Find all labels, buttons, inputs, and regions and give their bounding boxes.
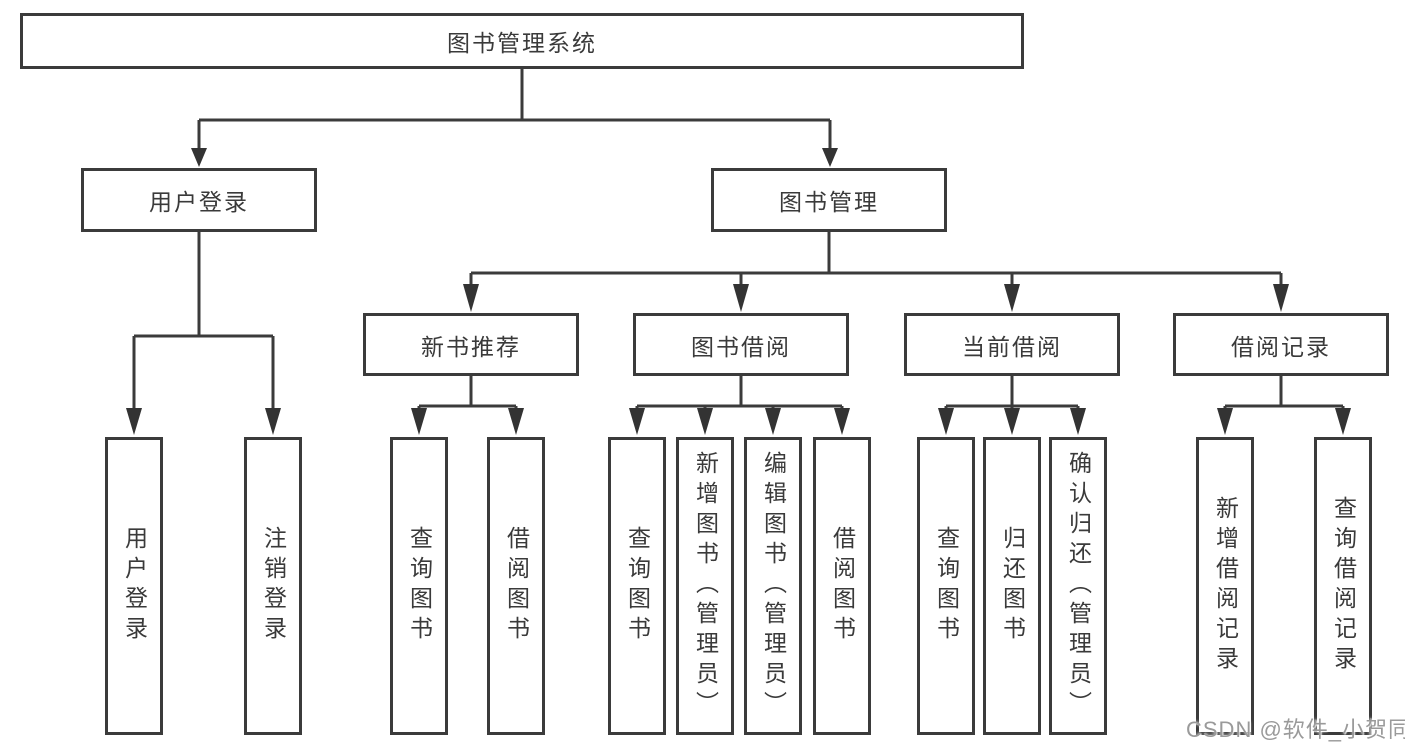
- leaf-rec-query-books: 查询图书: [390, 437, 448, 735]
- leaf-cb-return-books: 归还图书: [983, 437, 1041, 735]
- arrowhead-icon: [411, 408, 427, 435]
- arrowhead-icon: [1335, 408, 1351, 435]
- leaf-cb-return-books-label: 归还图书: [999, 526, 1026, 646]
- arrowhead-icon: [265, 408, 281, 435]
- arrowhead-icon: [508, 408, 524, 435]
- edge-root-to-level2: [191, 69, 838, 167]
- node-borrow-records: 借阅记录: [1173, 313, 1389, 376]
- leaf-login-user-label: 用户登录: [121, 526, 148, 646]
- leaf-br-add-record: 新增借阅记录: [1196, 437, 1254, 735]
- node-borrow-records-label: 借阅记录: [1231, 333, 1331, 360]
- connector-line: [132, 232, 275, 410]
- leaf-login-logout-label: 注销登录: [260, 526, 287, 646]
- connector-line: [635, 376, 844, 410]
- leaf-login-logout: 注销登录: [244, 437, 302, 735]
- leaf-bb-borrow-books-label: 借阅图书: [829, 526, 856, 646]
- edge-book-borrow-to-children: [629, 376, 850, 435]
- arrowhead-icon: [1217, 408, 1233, 435]
- arrowhead-icon: [1004, 408, 1020, 435]
- leaf-bb-edit-books-admin-label: 编辑图书（管理员）: [760, 451, 787, 721]
- node-new-book-rec-label: 新书推荐: [421, 333, 521, 360]
- node-current-borrow: 当前借阅: [904, 313, 1120, 376]
- edge-borrow-records-to-children: [1217, 376, 1351, 435]
- leaf-cb-confirm-return-admin-label: 确认归还（管理员）: [1065, 451, 1092, 721]
- arrowhead-icon: [822, 148, 838, 167]
- arrowhead-icon: [1070, 408, 1086, 435]
- connector-line: [1223, 376, 1345, 410]
- arrowhead-icon: [765, 408, 781, 435]
- arrowhead-icon: [697, 408, 713, 435]
- edge-user-login-to-children: [126, 232, 281, 435]
- node-book-borrow-label: 图书借阅: [691, 333, 791, 360]
- edge-book-mgmt-to-level3: [463, 232, 1289, 312]
- arrowhead-icon: [834, 408, 850, 435]
- leaf-br-query-record-label: 查询借阅记录: [1330, 496, 1357, 676]
- leaf-login-user: 用户登录: [105, 437, 163, 735]
- arrowhead-icon: [1273, 284, 1289, 312]
- node-user-login: 用户登录: [81, 168, 317, 232]
- leaf-bb-query-books: 查询图书: [608, 437, 666, 735]
- node-current-borrow-label: 当前借阅: [962, 333, 1062, 360]
- leaf-cb-query-books-label: 查询图书: [933, 526, 960, 646]
- node-book-mgmt: 图书管理: [711, 168, 947, 232]
- node-root: 图书管理系统: [20, 13, 1024, 69]
- arrowhead-icon: [463, 284, 479, 312]
- node-book-borrow: 图书借阅: [633, 313, 849, 376]
- leaf-rec-borrow-books: 借阅图书: [487, 437, 545, 735]
- connector-line: [197, 69, 832, 150]
- leaf-bb-add-books-admin: 新增图书（管理员）: [676, 437, 734, 735]
- leaf-rec-borrow-books-label: 借阅图书: [503, 526, 530, 646]
- node-book-mgmt-label: 图书管理: [779, 189, 879, 215]
- node-user-login-label: 用户登录: [149, 189, 249, 215]
- leaf-bb-add-books-admin-label: 新增图书（管理员）: [692, 451, 719, 721]
- leaf-br-add-record-label: 新增借阅记录: [1212, 496, 1239, 676]
- arrowhead-icon: [191, 148, 207, 167]
- edge-current-borrow-to-children: [938, 376, 1086, 435]
- arrowhead-icon: [938, 408, 954, 435]
- leaf-cb-query-books: 查询图书: [917, 437, 975, 735]
- node-new-book-rec: 新书推荐: [363, 313, 579, 376]
- watermark: CSDN @软件_小贺同学: [1186, 717, 1405, 742]
- leaf-br-query-record: 查询借阅记录: [1314, 437, 1372, 735]
- node-root-label: 图书管理系统: [447, 30, 597, 56]
- arrowhead-icon: [1004, 284, 1020, 312]
- edge-new-book-rec-to-children: [411, 376, 524, 435]
- leaf-cb-confirm-return-admin: 确认归还（管理员）: [1049, 437, 1107, 735]
- connector-line: [944, 376, 1080, 410]
- leaf-rec-query-books-label: 查询图书: [406, 526, 433, 646]
- leaf-bb-query-books-label: 查询图书: [624, 526, 651, 646]
- leaf-bb-edit-books-admin: 编辑图书（管理员）: [744, 437, 802, 735]
- connector-line: [417, 376, 518, 410]
- arrowhead-icon: [126, 408, 142, 435]
- arrowhead-icon: [733, 284, 749, 312]
- leaf-bb-borrow-books: 借阅图书: [813, 437, 871, 735]
- connector-line: [469, 232, 1283, 286]
- arrowhead-icon: [629, 408, 645, 435]
